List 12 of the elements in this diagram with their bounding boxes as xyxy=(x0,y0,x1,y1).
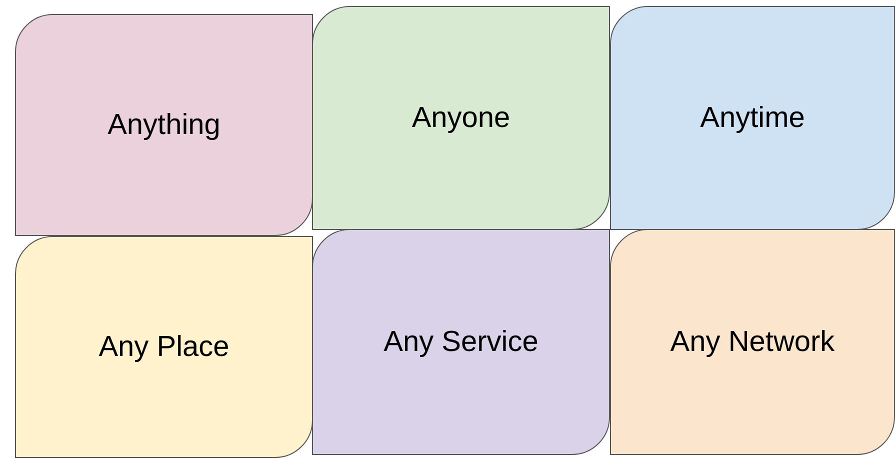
box-label: Anyone xyxy=(412,102,510,134)
box-label: Any Network xyxy=(670,326,835,358)
box-label: Anytime xyxy=(700,102,805,134)
rounded-box xyxy=(312,229,610,455)
box-label: Anything xyxy=(108,108,220,142)
box-label: Any Place xyxy=(98,330,230,364)
rounded-box xyxy=(610,229,895,455)
rounded-box xyxy=(312,6,610,230)
rounded-box xyxy=(15,236,313,458)
rounded-box xyxy=(15,14,313,236)
rounded-box xyxy=(610,6,895,230)
box-label: Any Service xyxy=(384,326,538,358)
